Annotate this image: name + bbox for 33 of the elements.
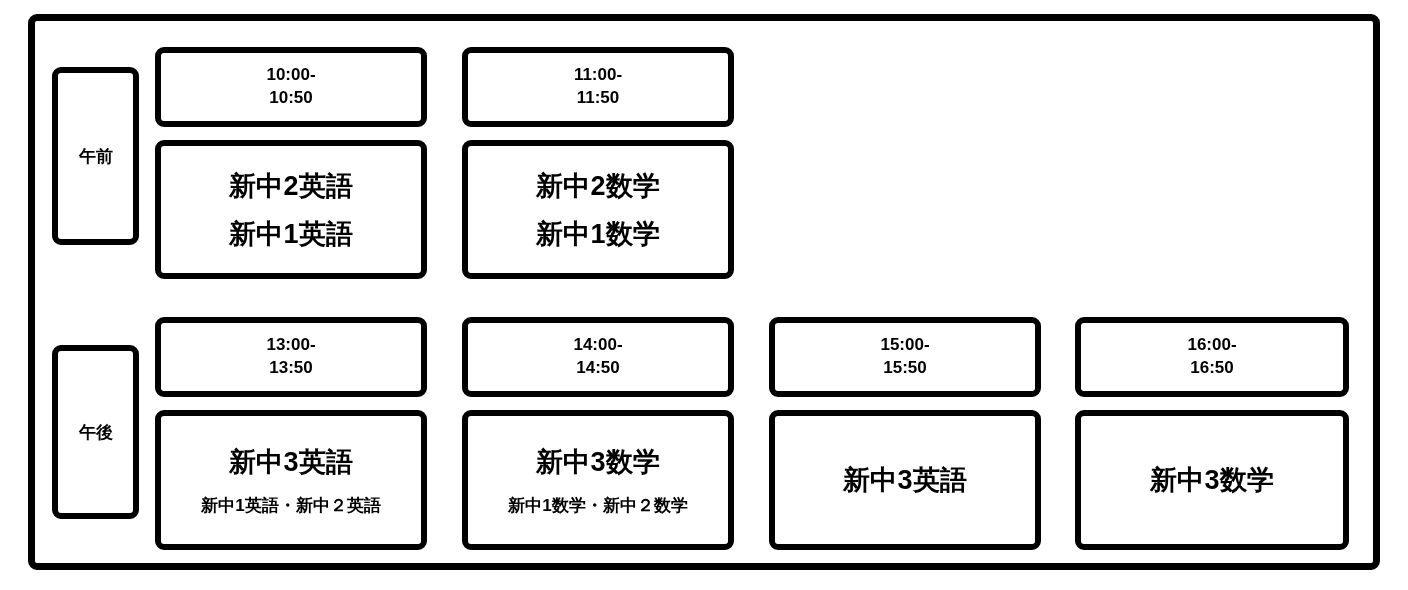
time-slot-box [1075, 317, 1349, 397]
class-name: 新中3英語 [843, 464, 967, 497]
class-box [462, 410, 734, 550]
class-name: 新中2英語 [229, 169, 353, 203]
period-label: 午後 [78, 421, 113, 444]
period-label: 午前 [78, 145, 113, 168]
period-label-box [52, 345, 139, 519]
time-slot-box [155, 47, 427, 127]
class-box [155, 140, 427, 279]
time-range: 11:00- 11:50 [572, 64, 624, 109]
class-box [155, 410, 427, 550]
time-slot-box [462, 317, 734, 397]
class-name: 新中1数学 [536, 217, 660, 251]
class-name: 新中3数学 [1150, 464, 1274, 497]
class-name: 新中1英語 [229, 217, 353, 251]
time-slot-box [769, 317, 1041, 397]
time-range: 15:00- 15:50 [879, 334, 931, 379]
class-name: 新中3英語 [229, 445, 353, 479]
time-slot-box [462, 47, 734, 127]
time-range: 10:00- 10:50 [265, 64, 317, 109]
time-slot-box [155, 317, 427, 397]
class-box [462, 140, 734, 279]
period-label-box [52, 67, 139, 245]
timetable-frame [28, 14, 1380, 570]
time-range: 13:00- 13:50 [265, 334, 317, 379]
time-range: 14:00- 14:50 [572, 334, 624, 379]
class-box [769, 410, 1041, 550]
class-box [1075, 410, 1349, 550]
time-range: 16:00- 16:50 [1186, 334, 1238, 379]
class-name: 新中3数学 [536, 445, 660, 479]
class-name: 新中2数学 [536, 169, 660, 203]
class-subtitle: 新中1英語・新中２英語 [201, 494, 381, 517]
class-subtitle: 新中1数学・新中２数学 [508, 494, 688, 517]
